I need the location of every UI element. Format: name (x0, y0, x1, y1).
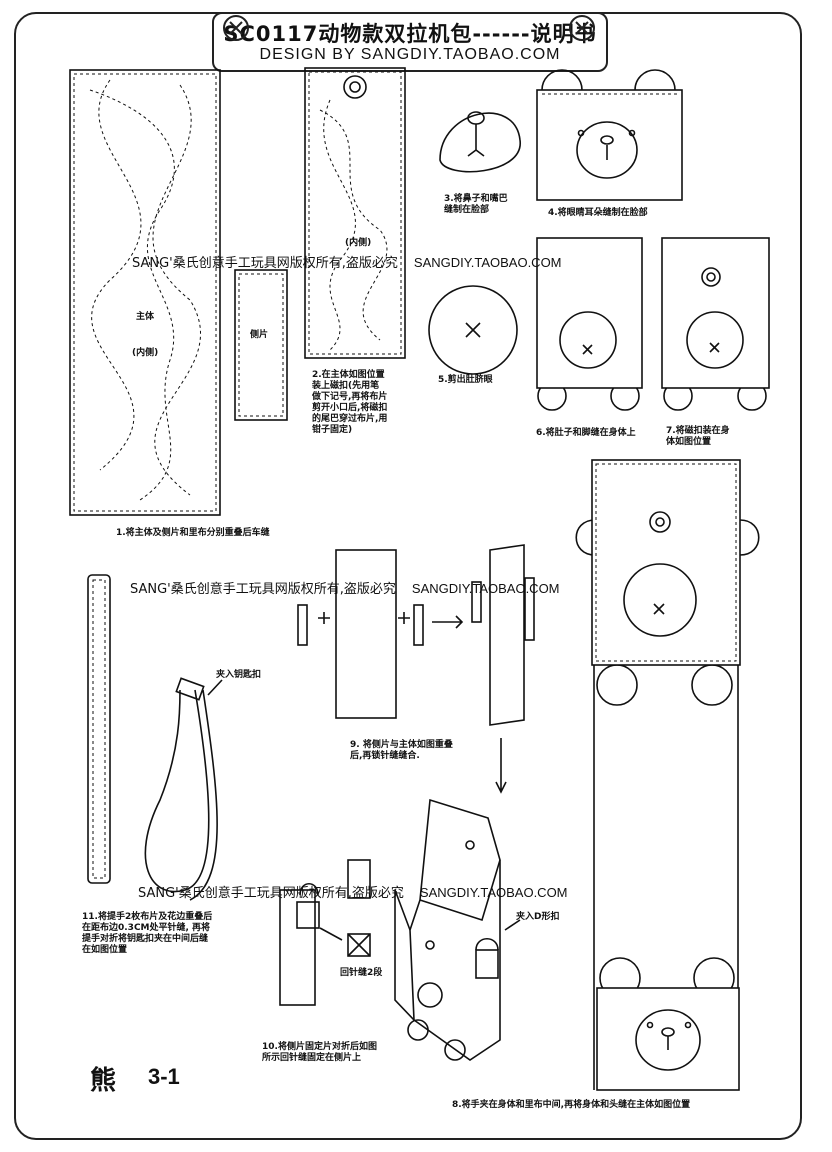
step-4-caption: 4.将眼睛耳朵缝制在脸部 (548, 208, 648, 218)
watermark-url: SANGDIY.TAOBAO.COM (411, 581, 560, 596)
page-title: SC0117动物款双拉机包------说明书 (223, 22, 597, 46)
belly-circle (428, 285, 518, 375)
watermark: SANG'桑氏创意手工玩具网版权所有,盗版必究 SANGDIY.TAOBAO.CO… (130, 578, 560, 597)
page-subtitle: DESIGN BY SANGDIY.TAOBAO.COM (259, 46, 561, 63)
side-piece-label: 侧片 (250, 330, 269, 340)
step-3-caption: 3.将鼻子和嘴巴 缝制在脸部 (444, 194, 508, 215)
back-stitch-label: 回针缝2段 (340, 968, 383, 978)
watermark-text: SANG'桑氏创意手工玩具网版权所有,盗版必究 (132, 256, 398, 271)
assembly-step-9 (297, 544, 535, 794)
inside-label: (内侧) (132, 348, 159, 358)
step-11-caption: 11.将提手2枚布片及花边重叠后 在距布边0.3CM处平针缝, 再将 提手对折将… (82, 912, 213, 955)
watermark: SANG'桑氏创意手工玩具网版权所有,盗版必究 SANGDIY.TAOBAO.CO… (138, 882, 568, 901)
muzzle-piece (439, 111, 521, 173)
step-6-caption: 6.将肚子和脚缝在身体上 (536, 428, 636, 438)
step-8-caption: 8.将手夹在身体和里布中间,再将身体和头缝在主体如图位置 (452, 1100, 691, 1110)
watermark-text: SANG'桑氏创意手工玩具网版权所有,盗版必究 (130, 582, 396, 597)
inside-label: (内侧) (345, 238, 372, 248)
plate-name: 熊 (90, 1066, 117, 1096)
bag-body-3d (394, 798, 521, 1061)
body-panel-with-magnet (304, 67, 406, 359)
watermark: SANG'桑氏创意手工玩具网版权所有,盗版必究 SANGDIY.TAOBAO.CO… (132, 252, 562, 271)
d-ring-label: 夹入D形扣 (516, 912, 560, 922)
watermark-url: SANGDIY.TAOBAO.COM (419, 885, 568, 900)
body-with-magnet (661, 237, 770, 411)
side-piece (234, 269, 288, 421)
watermark-url: SANGDIY.TAOBAO.COM (413, 255, 562, 270)
plate-number: 3-1 (148, 1064, 180, 1089)
watermark-text: SANG'桑氏创意手工玩具网版权所有,盗版必究 (138, 886, 404, 901)
bear-face-panel (536, 69, 683, 201)
main-body-label: 主体 (136, 312, 155, 322)
body-with-belly (536, 237, 643, 411)
title-plate: SC0117动物款双拉机包------说明书 DESIGN BY SANGDIY… (212, 12, 608, 72)
step-9-caption: 9. 将侧片与主体如图重叠 后,再锁针缝缝合. (350, 740, 453, 761)
step-2-caption: 2.在主体如图位置 装上磁扣(先用笔 做下记号,再将布片 剪开小口后,将磁扣 的… (312, 370, 388, 435)
step-5-caption: 5.剪出肚脐眼 (438, 375, 493, 385)
assembled-bear (575, 459, 760, 1091)
clasp-label: 夹入钥匙扣 (216, 670, 262, 680)
side-loop-assembly (279, 859, 371, 1006)
screw-icon (223, 15, 249, 41)
step-1-caption: 1.将主体及侧片和里布分别重叠后车缝 (116, 528, 270, 538)
step-10-caption: 10.将侧片固定片对折后如图 所示回针缝固定在侧片上 (262, 1042, 377, 1063)
handle-strap (87, 574, 223, 901)
main-body-panel (69, 69, 221, 516)
step-7-caption: 7.将磁扣装在身 体如图位置 (666, 426, 730, 447)
screw-icon (569, 15, 595, 41)
